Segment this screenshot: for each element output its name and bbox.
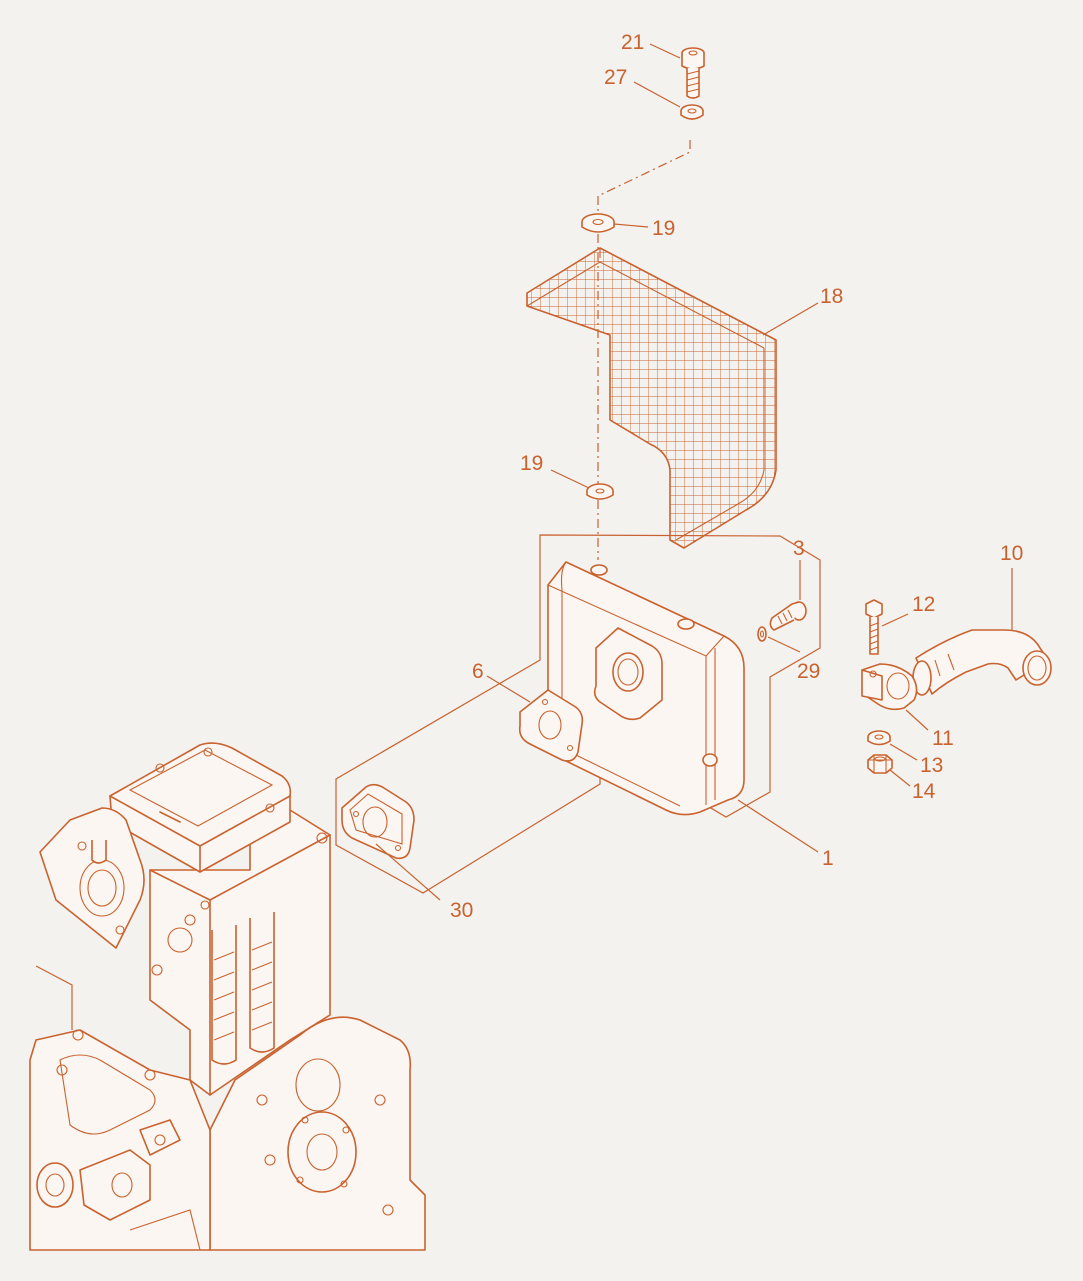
callout-1: 1 <box>822 847 834 870</box>
callout-18: 18 <box>820 285 843 308</box>
leader-27 <box>633 81 681 108</box>
callout-27: 27 <box>604 66 627 89</box>
engine-block <box>29 742 426 1251</box>
rubber-washer-19-top <box>581 213 615 233</box>
washer-27 <box>680 104 704 120</box>
leader-6 <box>486 675 531 703</box>
leader-30 <box>375 843 441 901</box>
leader-21 <box>649 43 681 59</box>
callout-14: 14 <box>912 780 936 803</box>
callout-19-lower: 19 <box>520 452 543 475</box>
washer-13 <box>867 730 891 746</box>
leader-lines <box>375 43 1013 901</box>
bolt-12 <box>865 599 883 655</box>
leader-19-lower <box>550 469 590 489</box>
clamp-11 <box>861 663 918 711</box>
assembly-centerline <box>597 140 691 560</box>
callout-11: 11 <box>932 727 954 750</box>
rubber-washer-19-lower <box>586 483 614 500</box>
callout-29: 29 <box>797 660 820 683</box>
leader-12 <box>881 613 909 627</box>
nut-14 <box>867 754 893 774</box>
leader-1 <box>737 799 819 853</box>
gasket-30 <box>341 783 415 860</box>
muffler-1 <box>547 561 745 816</box>
spring-washer-29 <box>757 626 767 642</box>
callout-3: 3 <box>793 537 805 560</box>
callout-21: 21 <box>621 31 644 54</box>
heat-shield-mesh-18 <box>526 247 777 549</box>
callout-10: 10 <box>1000 542 1023 565</box>
bolt-3 <box>769 601 807 631</box>
leader-29 <box>767 636 801 653</box>
callout-labels: 21 27 19 18 19 3 29 10 12 6 11 13 14 1 3… <box>450 31 1023 922</box>
callout-12: 12 <box>912 593 935 616</box>
callout-6: 6 <box>472 660 484 683</box>
leader-14 <box>889 769 911 787</box>
gasket-6 <box>518 689 584 762</box>
leader-18 <box>762 302 819 336</box>
callout-19-top: 19 <box>652 217 675 240</box>
callout-13: 13 <box>920 754 943 777</box>
leader-19-top <box>613 223 649 228</box>
tail-pipe-10 <box>912 629 1052 696</box>
leader-13 <box>889 743 918 761</box>
leader-11 <box>905 709 929 731</box>
cap-screw-21 <box>681 47 705 99</box>
callout-30: 30 <box>450 899 473 922</box>
